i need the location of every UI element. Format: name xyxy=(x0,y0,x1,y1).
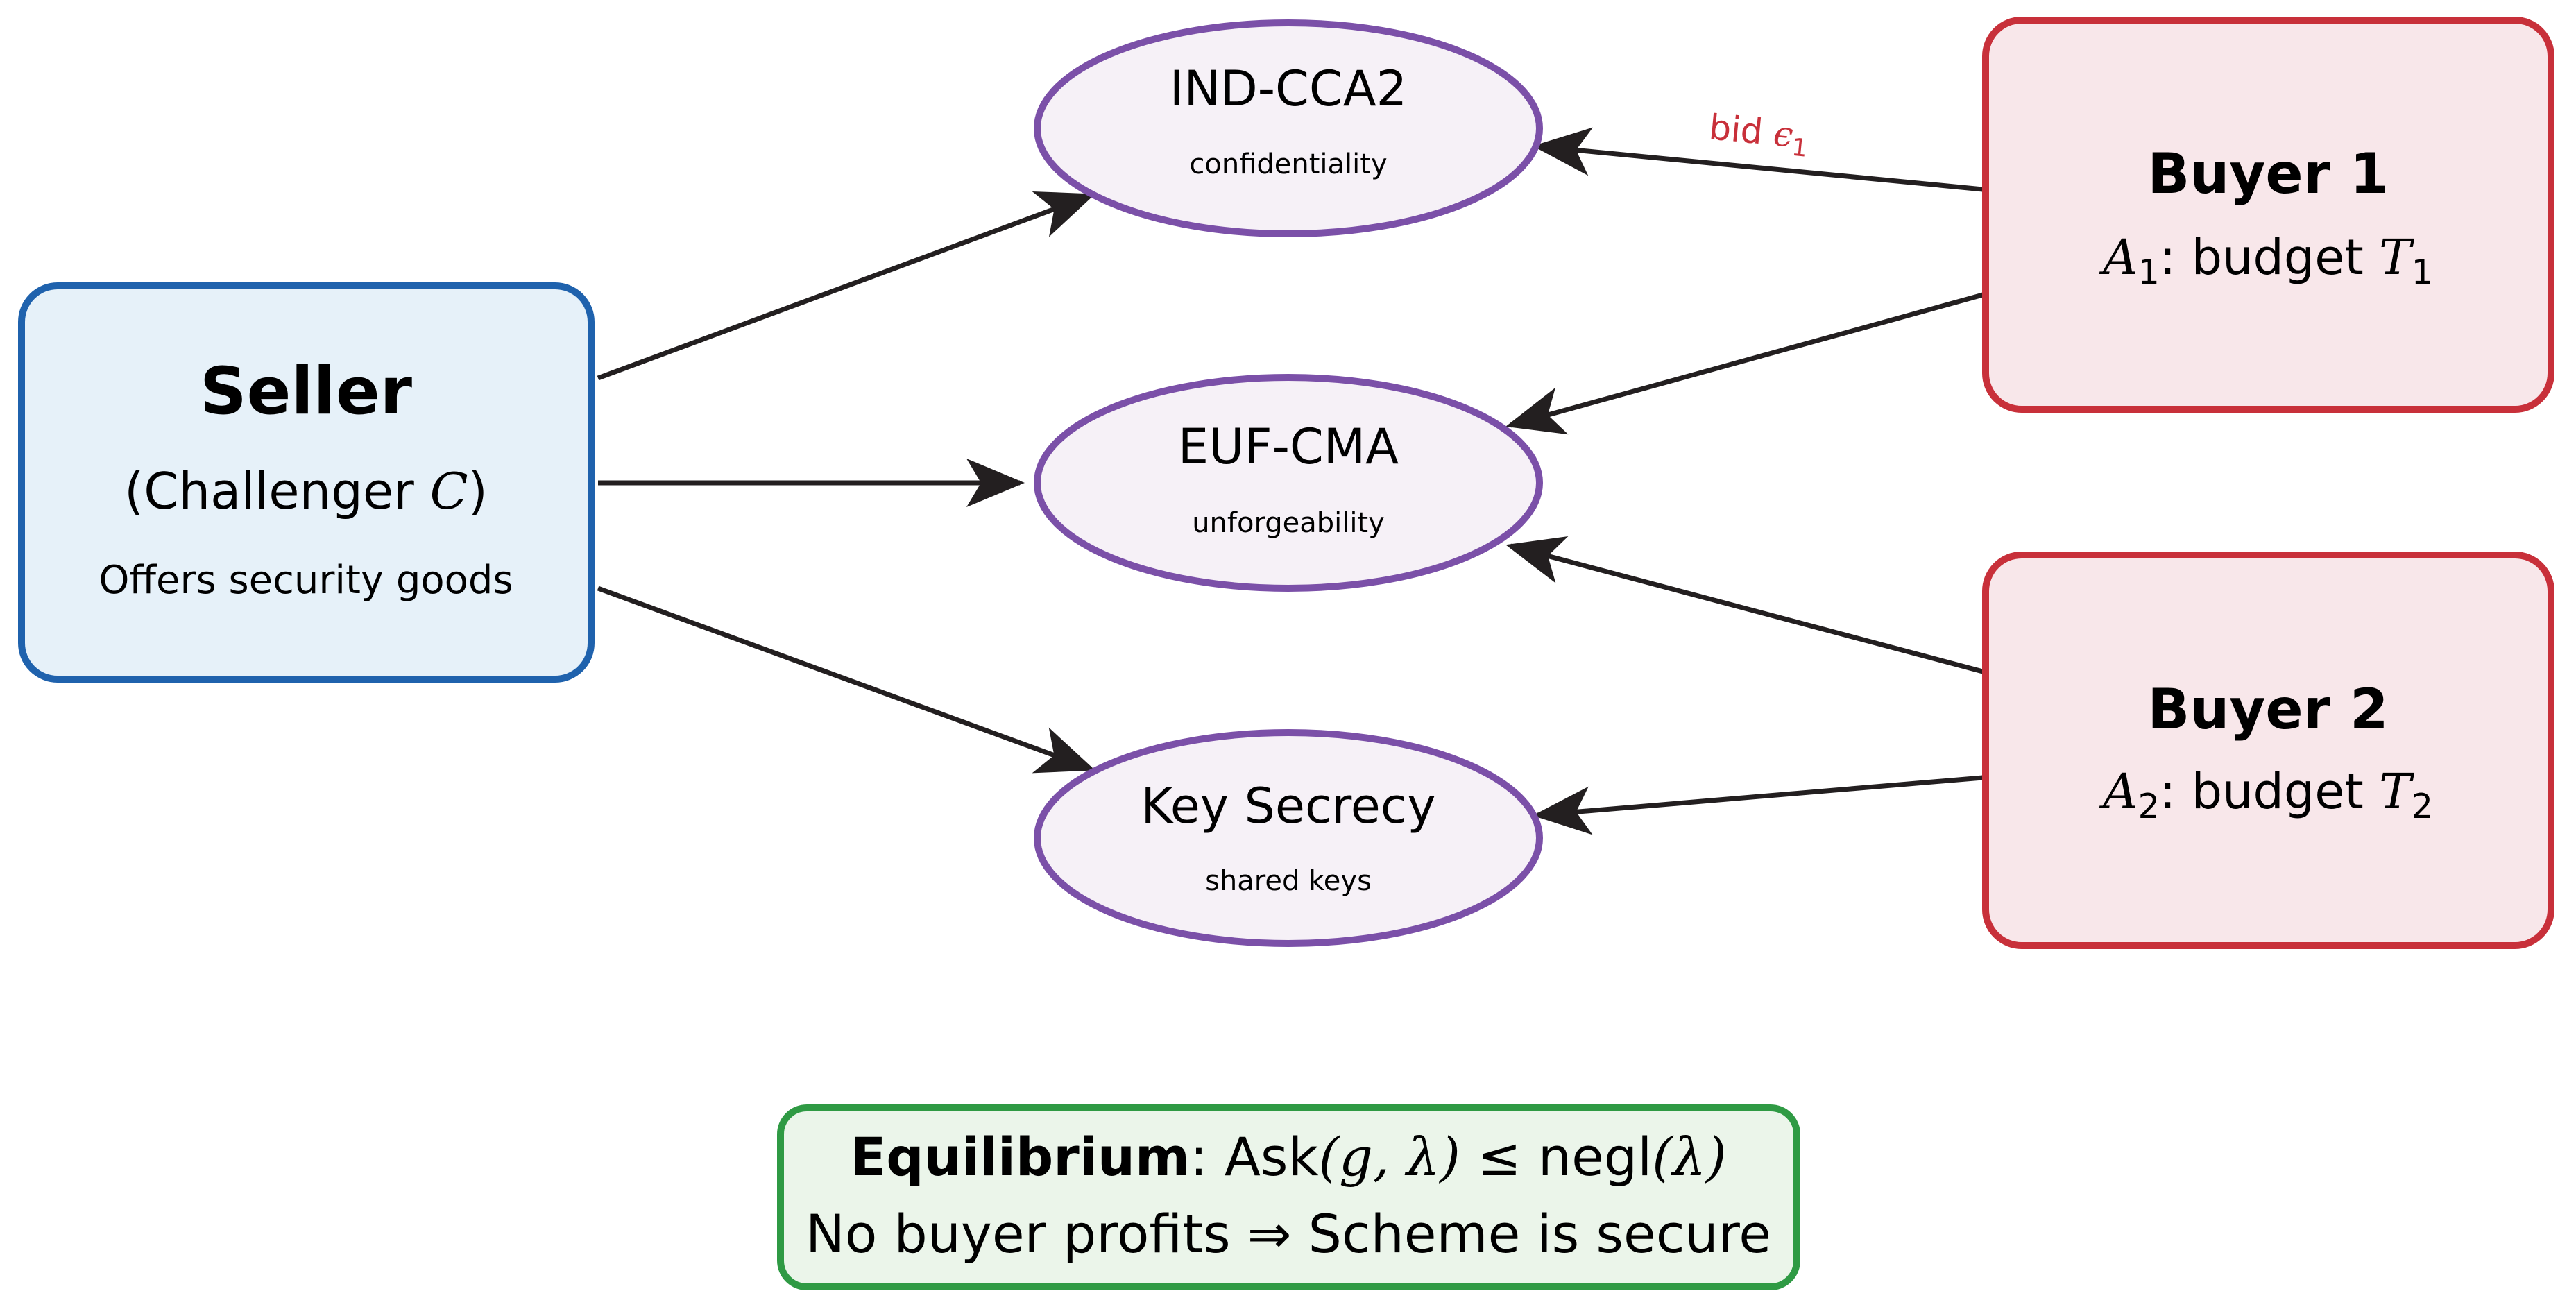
buyer-1-title: Buyer 1 xyxy=(2147,142,2388,206)
seller-role: (Challenger C) xyxy=(124,462,488,520)
bid-label: bid ϵ1 xyxy=(1707,107,1810,162)
arrow-buyer1-to-ind-cca2 xyxy=(1533,127,1984,192)
buyer-2-box: Buyer 2 A2: budget T2 xyxy=(1982,552,2554,949)
seller-description: Offers security goods xyxy=(99,558,513,603)
buyer-2-budget: A2: budget T2 xyxy=(2099,763,2433,826)
buyer-2-title: Buyer 2 xyxy=(2147,677,2388,742)
seller-box: Seller (Challenger C) Offers security go… xyxy=(18,282,595,683)
arrow-seller-to-key-secrecy xyxy=(597,586,1095,774)
equilibrium-box: Equilibrium: Ask(g, λ) ≤ negl(λ) No buye… xyxy=(777,1104,1800,1290)
equilibrium-conclusion: No buyer profits ⇒ Scheme is secure xyxy=(805,1203,1771,1265)
arrow-seller-to-ind-cca2 xyxy=(597,191,1095,381)
good-euf-cma: EUF-CMA unforgeability xyxy=(1034,374,1543,592)
good-ind-cca2-name: IND-CCA2 xyxy=(1170,60,1407,117)
good-key-secrecy-name: Key Secrecy xyxy=(1141,778,1435,835)
good-key-secrecy: Key Secrecy shared keys xyxy=(1034,729,1543,947)
good-euf-cma-name: EUF-CMA xyxy=(1178,418,1399,475)
equilibrium-formula: Equilibrium: Ask(g, λ) ≤ negl(λ) xyxy=(850,1126,1726,1188)
buyer-1-budget: A1: budget T1 xyxy=(2099,229,2433,292)
seller-title: Seller xyxy=(200,354,413,429)
arrow-buyer1-to-euf-cma xyxy=(1505,292,1984,435)
good-key-secrecy-property: shared keys xyxy=(1205,865,1372,897)
buyer-1-box: Buyer 1 A1: budget T1 xyxy=(1982,17,2554,413)
good-ind-cca2-property: confidentiality xyxy=(1189,148,1387,180)
arrows xyxy=(597,127,1984,835)
arrow-buyer2-to-key-secrecy xyxy=(1533,775,1984,835)
good-euf-cma-property: unforgeability xyxy=(1192,507,1385,539)
good-ind-cca2: IND-CCA2 confidentiality xyxy=(1034,19,1543,237)
arrow-buyer2-to-euf-cma xyxy=(1505,536,1984,674)
